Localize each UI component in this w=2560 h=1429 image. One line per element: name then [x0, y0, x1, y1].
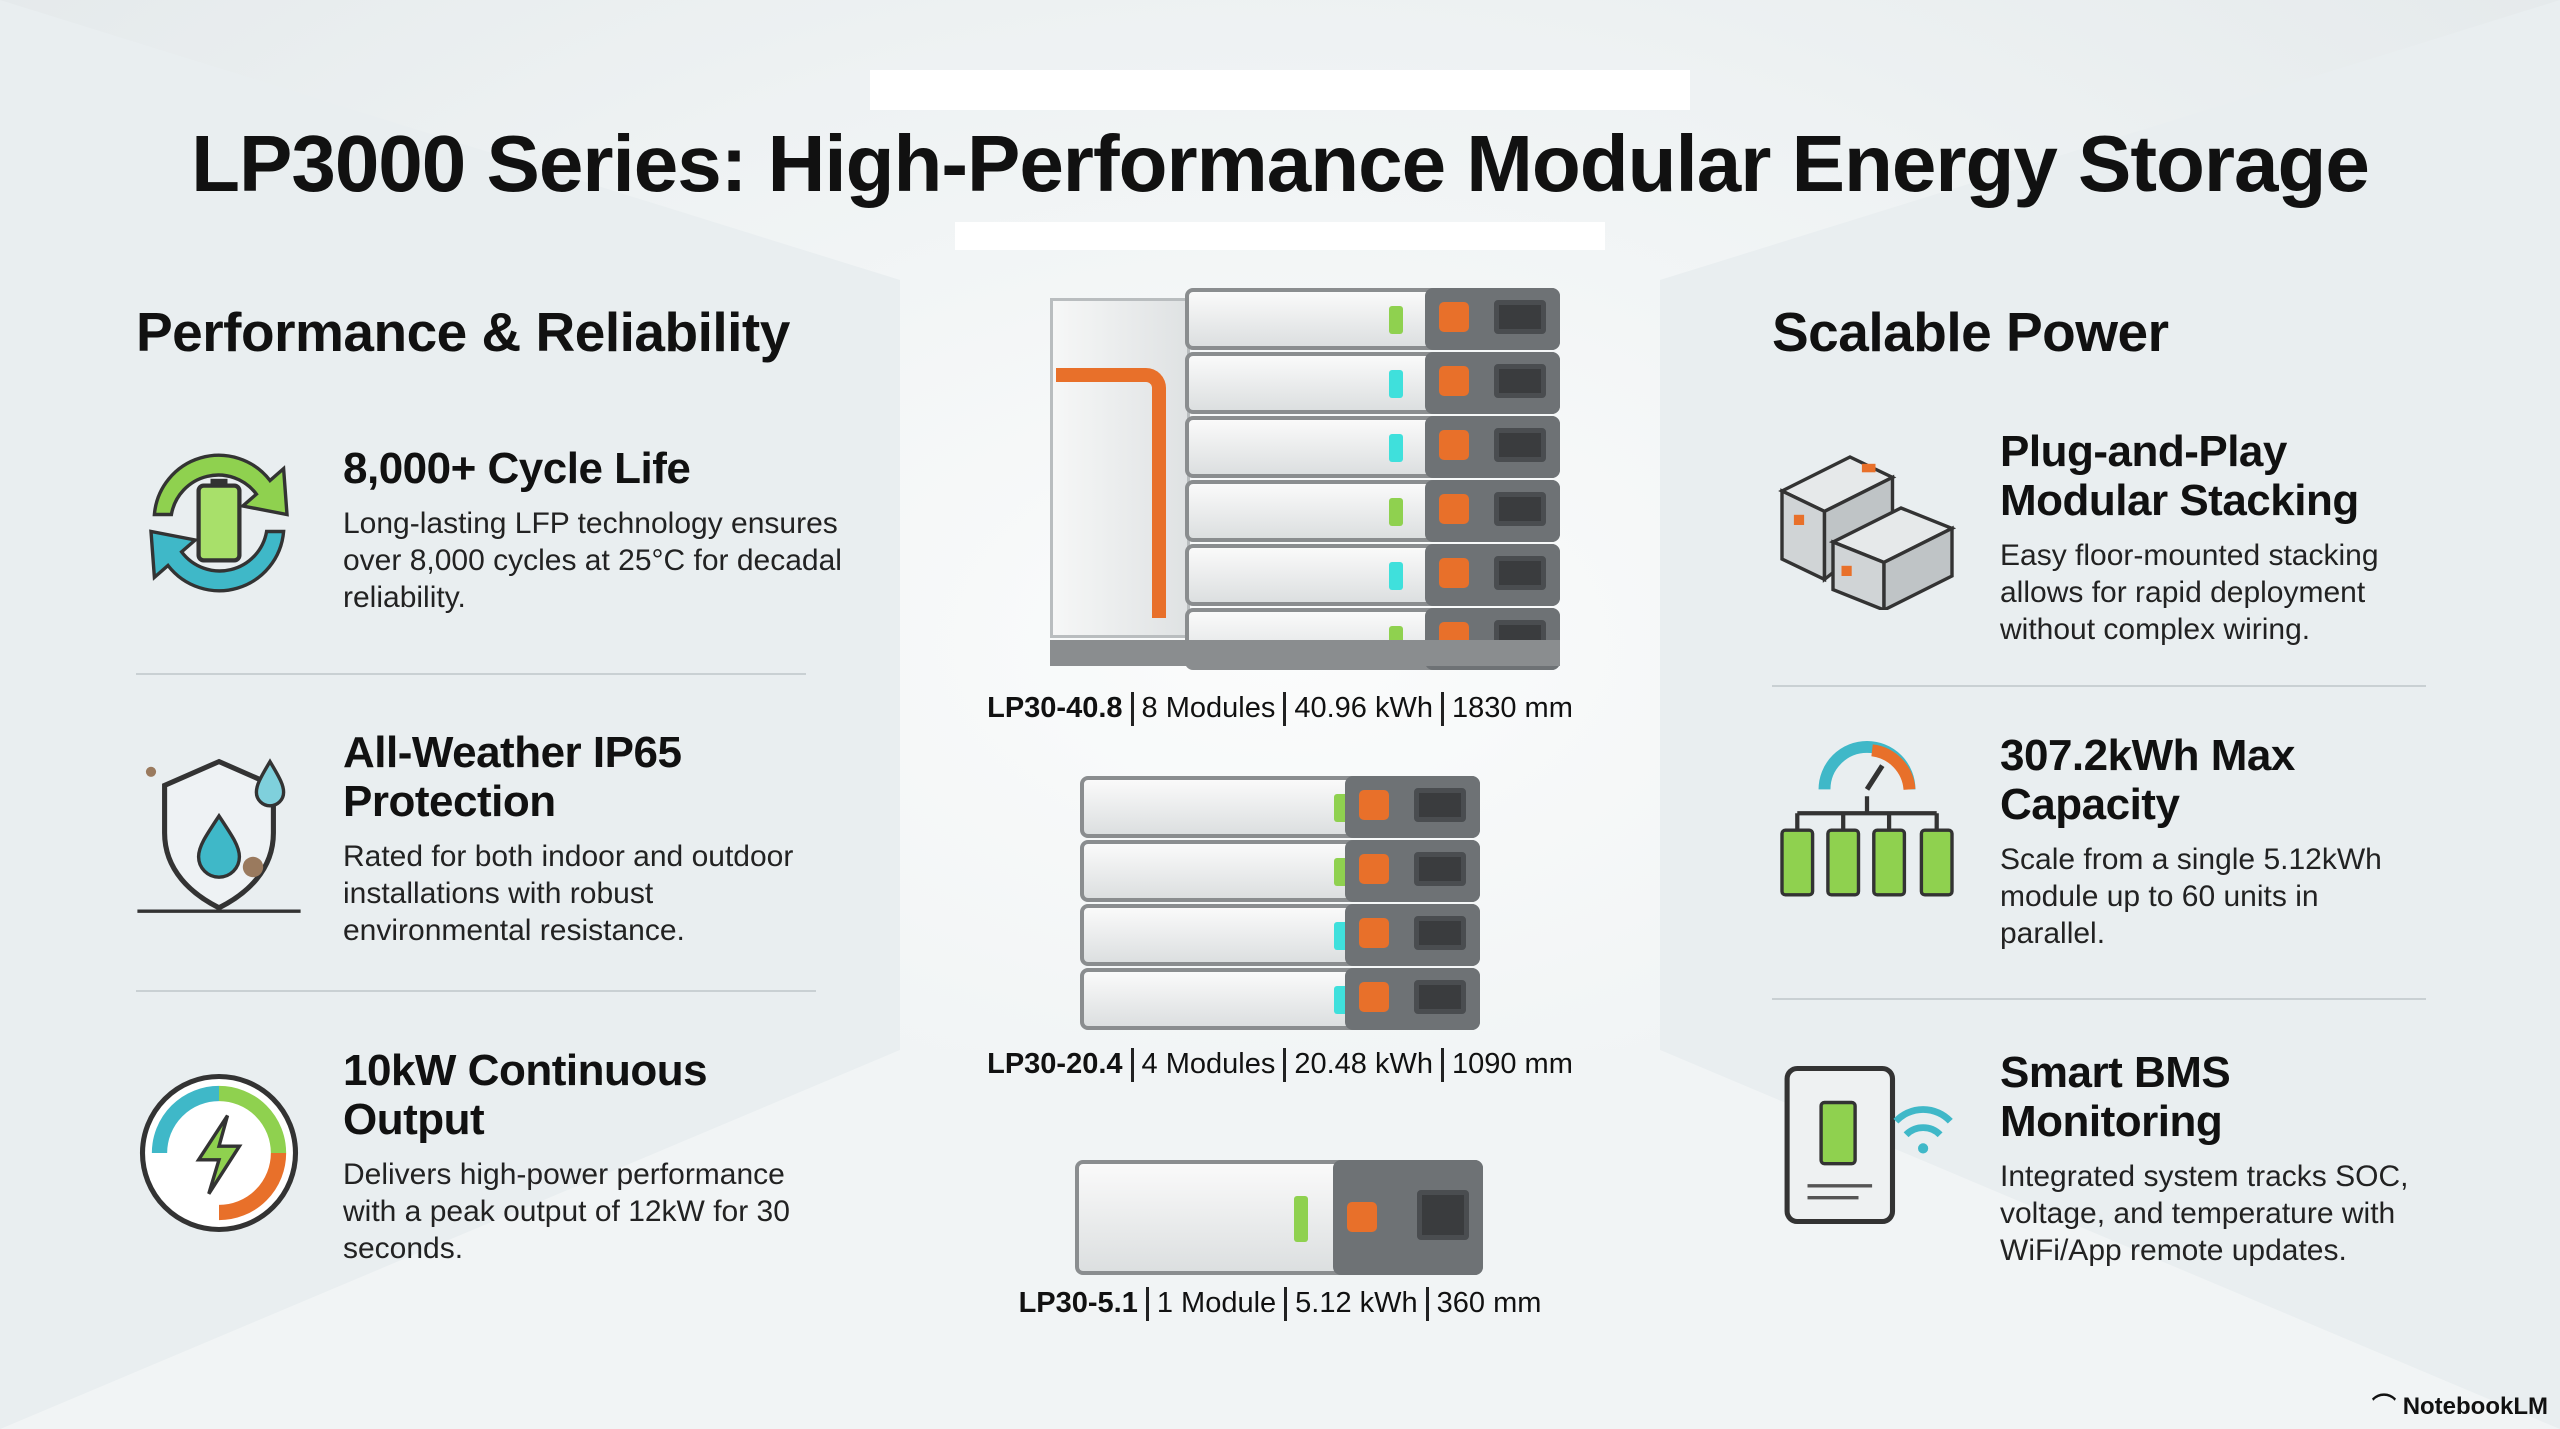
product-image-lp30-40-8: [1050, 288, 1560, 670]
divider: [1772, 998, 2426, 1000]
feature-desc: Delivers high-power performance with a p…: [343, 1158, 790, 1265]
feature-title: All-Weather IP65 Protection: [343, 728, 682, 826]
feature-desc: Rated for both indoor and outdoor instal…: [343, 840, 794, 947]
divider: [1772, 685, 2426, 687]
feature-title: 10kW Continuous Output: [343, 1046, 708, 1144]
power-gauge-icon: [139, 1073, 299, 1233]
product-image-lp30-5-1: [1075, 1160, 1483, 1277]
feature-title: Smart BMS Monitoring: [2000, 1048, 2231, 1146]
tablet-wifi-icon: [1784, 1065, 1953, 1225]
divider: [136, 673, 806, 675]
shield-water-icon: [137, 758, 301, 913]
page-title: LP3000 Series: High-Performance Modular …: [191, 119, 2370, 208]
feature-desc: Long-lasting LFP technology ensures over…: [343, 507, 842, 614]
feature-title: 8,000+ Cycle Life: [343, 444, 691, 493]
right-section-heading: Scalable Power: [1772, 301, 2169, 363]
feature-desc: Integrated system tracks SOC, voltage, a…: [2000, 1160, 2409, 1267]
feature-title: 307.2kWh Max Capacity: [2000, 731, 2295, 829]
battery-cycle-icon: [149, 453, 289, 593]
feature-title: Plug-and-Play Modular Stacking: [2000, 427, 2359, 525]
notebooklm-logo-icon: ⌒: [2372, 1393, 2403, 1420]
feature-desc: Scale from a single 5.12kWh module up to…: [2000, 843, 2382, 950]
capacity-gauge-icon: [1780, 741, 1954, 897]
feature-desc: Easy floor-mounted stacking allows for r…: [2000, 539, 2379, 646]
notebooklm-watermark: ⌒ NotebookLM: [2372, 1393, 2548, 1420]
product-image-lp30-20-4: [1080, 776, 1480, 1032]
left-section-heading: Performance & Reliability: [136, 301, 790, 363]
modular-stacking-icon: [1778, 455, 1957, 610]
divider: [136, 990, 816, 992]
